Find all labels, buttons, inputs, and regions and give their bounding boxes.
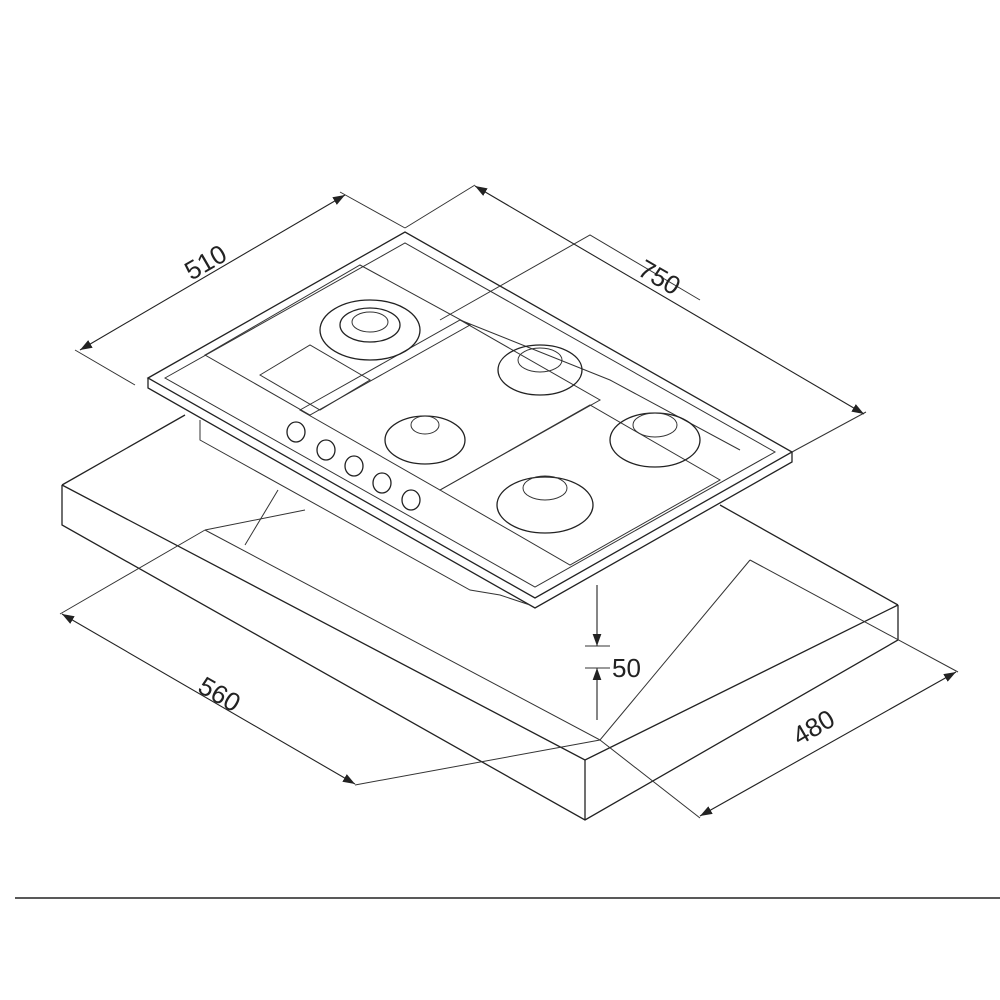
burner-right [609, 412, 701, 468]
countertop [61, 414, 899, 821]
burner-small [384, 415, 466, 465]
dimension-560: 560 [59, 529, 601, 786]
dimension-480: 480 [599, 559, 959, 819]
burner-front [496, 475, 594, 534]
dimension-50: 50 [585, 585, 641, 720]
control-knobs [286, 421, 421, 511]
label-560: 560 [193, 670, 246, 718]
dimension-750: 750 [404, 184, 867, 453]
label-510: 510 [179, 238, 232, 286]
label-750: 750 [633, 253, 686, 301]
label-50: 50 [612, 653, 641, 683]
dimension-510: 510 [74, 191, 406, 386]
burner-wok [319, 299, 421, 361]
label-480: 480 [787, 703, 840, 751]
